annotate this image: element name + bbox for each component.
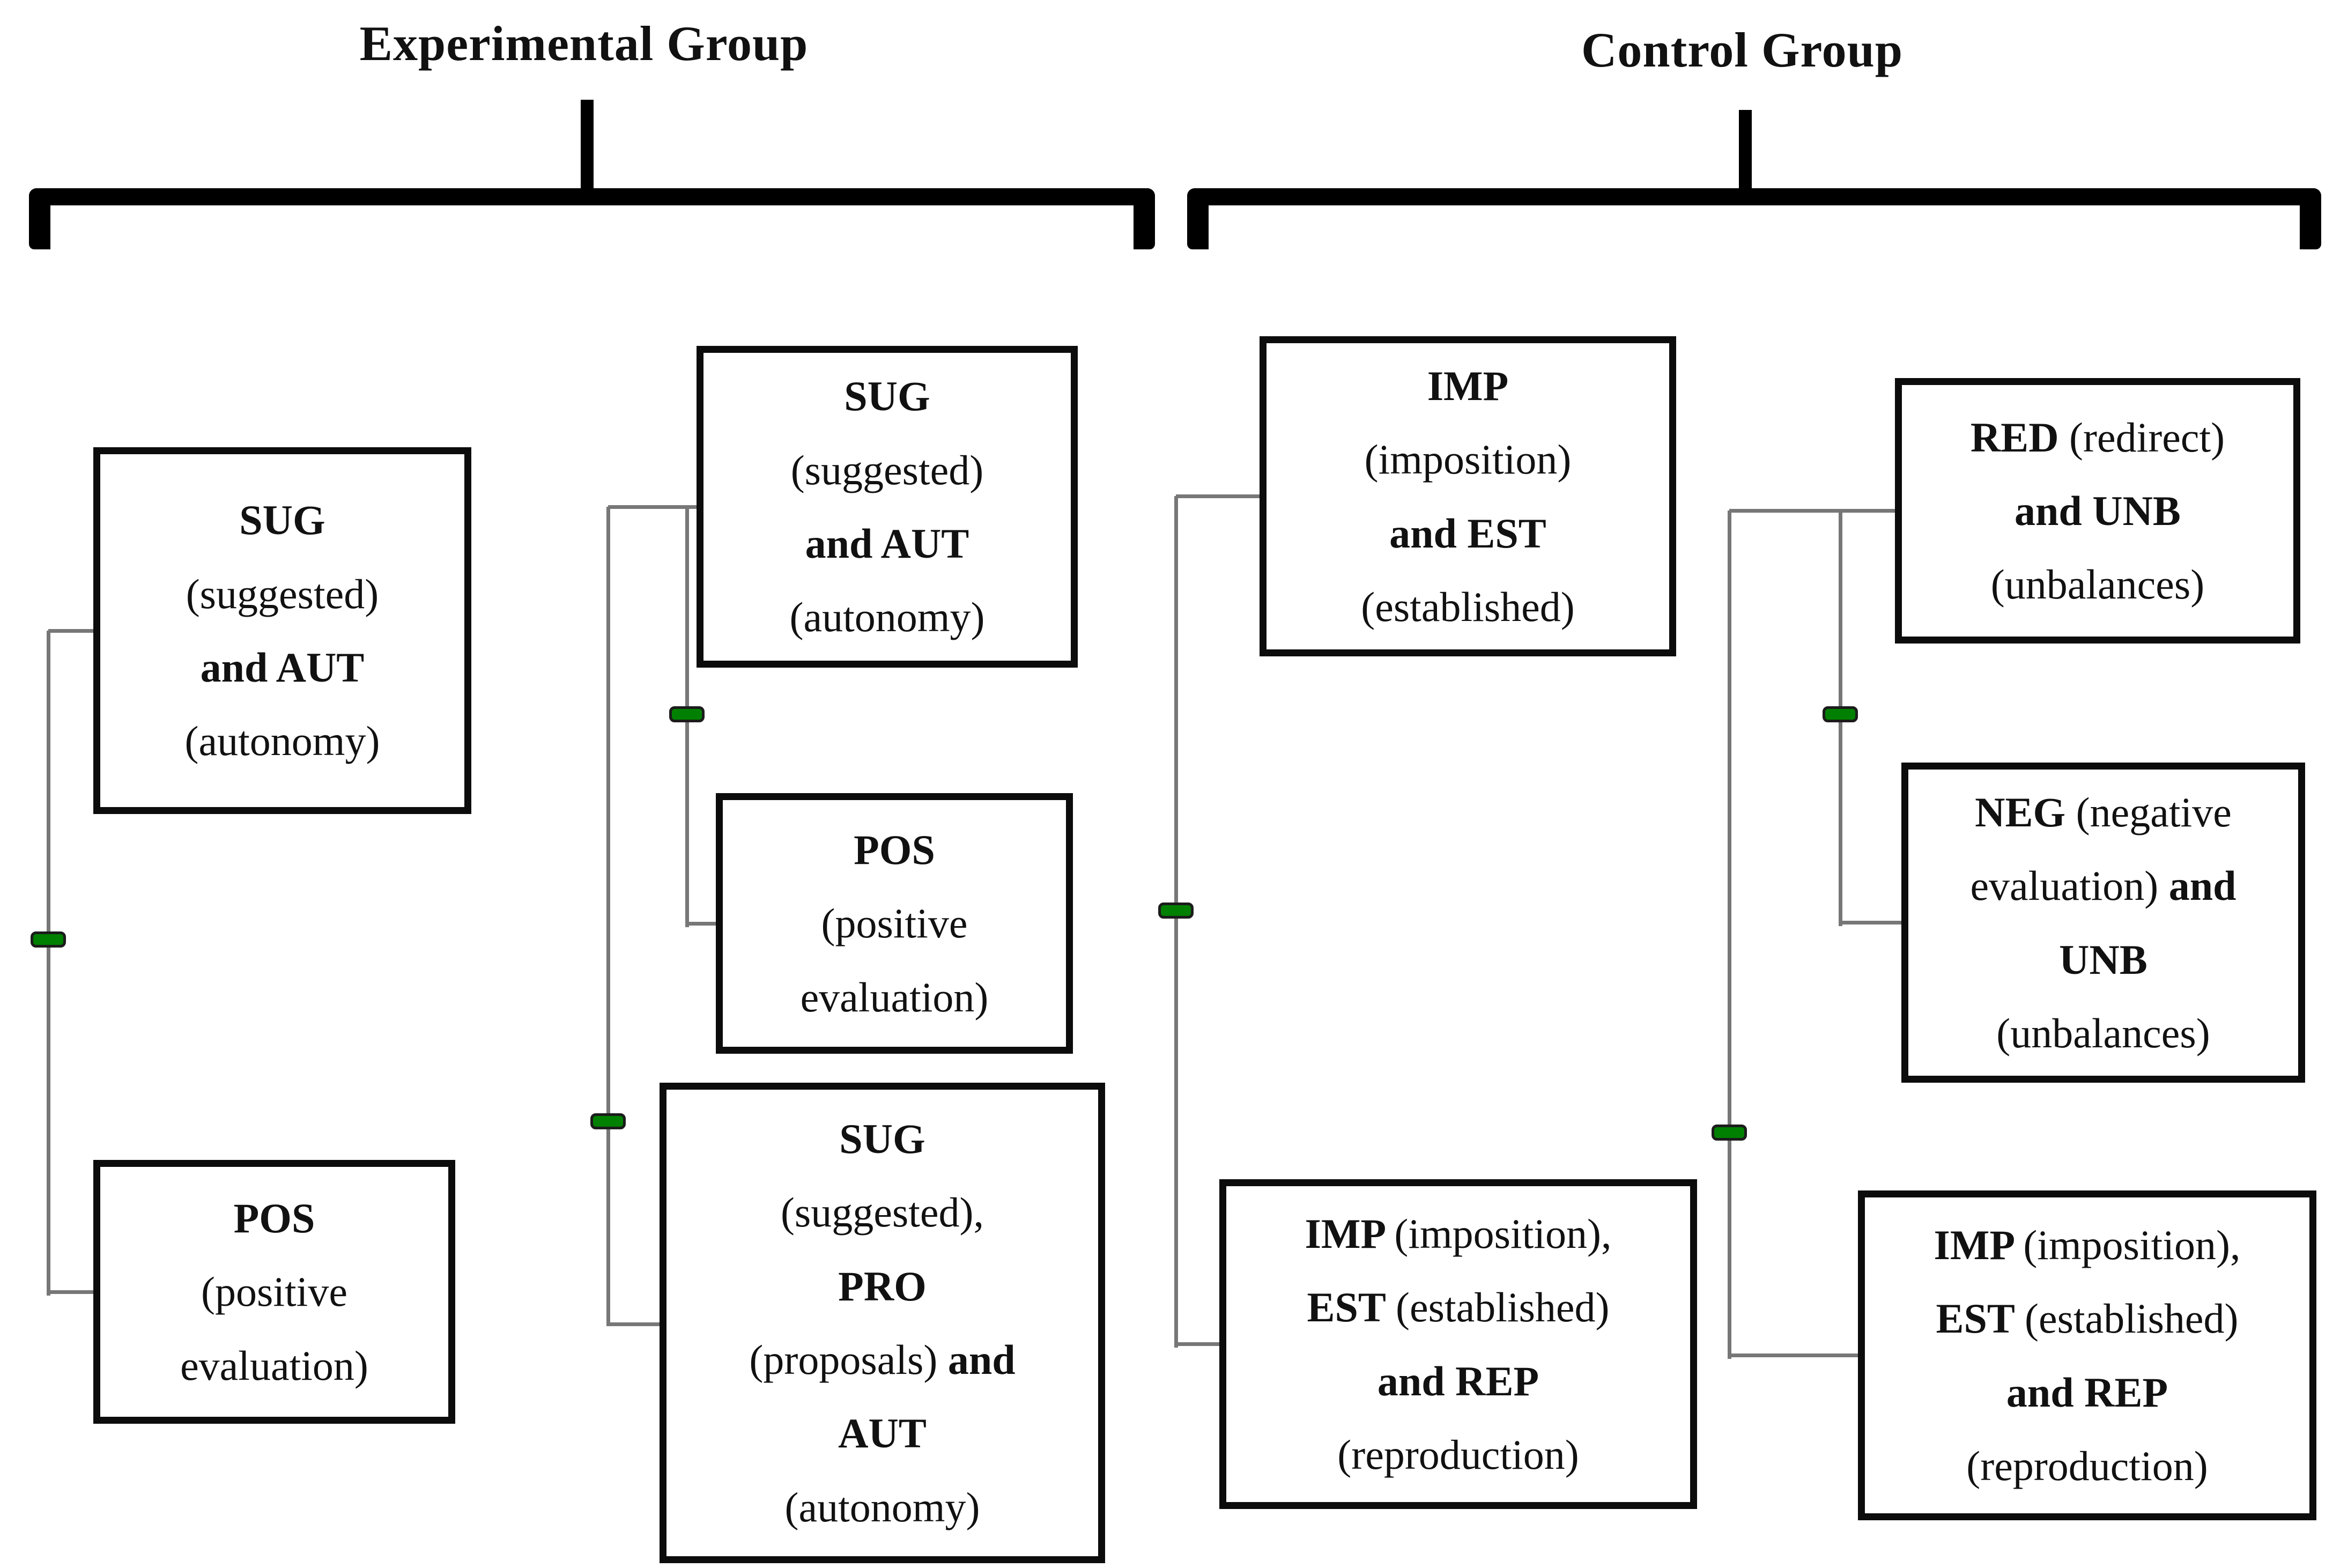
- connector-line: [608, 1322, 660, 1326]
- connector-line: [48, 1290, 93, 1294]
- bracket-end-left: [1187, 188, 1209, 249]
- experimental-group-title: Experimental Group: [359, 16, 809, 71]
- control-group-title: Control Group: [1581, 23, 1904, 77]
- connector-line: [1729, 1353, 1858, 1357]
- node-sug-aut: SUG(suggested)and AUT(autonomy): [93, 447, 471, 814]
- connector-line: [608, 505, 697, 509]
- connector-line: [1840, 921, 1901, 924]
- connector-line: [1728, 511, 1731, 1359]
- connector-line: [1729, 509, 1895, 513]
- connector-line: [48, 629, 93, 633]
- node-sug-aut-2: SUG(suggested)and AUT(autonomy): [697, 346, 1078, 668]
- connector-line: [606, 507, 610, 1326]
- experimental-title-stem: [581, 100, 594, 204]
- bracket-bar: [29, 188, 1155, 205]
- cluster-marker-tick: [31, 931, 66, 948]
- bracket-end-right: [2300, 188, 2321, 249]
- cluster-marker-tick: [1823, 706, 1858, 722]
- cluster-marker-tick: [1712, 1125, 1747, 1141]
- connector-line: [687, 922, 716, 926]
- control-bracket: [1187, 188, 2321, 249]
- experimental-bracket: [29, 188, 1155, 249]
- node-imp-est-rep-2: IMP (imposition),EST (established)and RE…: [1858, 1190, 2316, 1520]
- cluster-marker-tick: [590, 1113, 626, 1129]
- connector-line: [1176, 1342, 1219, 1346]
- node-imp-est: IMP(imposition)and EST(established): [1260, 336, 1676, 656]
- connector-line: [47, 631, 50, 1296]
- node-red-unb: RED (redirect)and UNB(unbalances): [1895, 378, 2300, 644]
- connector-line: [1174, 496, 1178, 1348]
- bracket-bar: [1187, 188, 2321, 205]
- connector-line: [1176, 494, 1260, 498]
- cluster-marker-tick: [1158, 903, 1194, 919]
- node-imp-est-rep: IMP (imposition),EST (established)and RE…: [1219, 1179, 1697, 1509]
- bracket-end-left: [29, 188, 50, 249]
- cluster-marker-tick: [669, 706, 705, 722]
- bracket-end-right: [1134, 188, 1155, 249]
